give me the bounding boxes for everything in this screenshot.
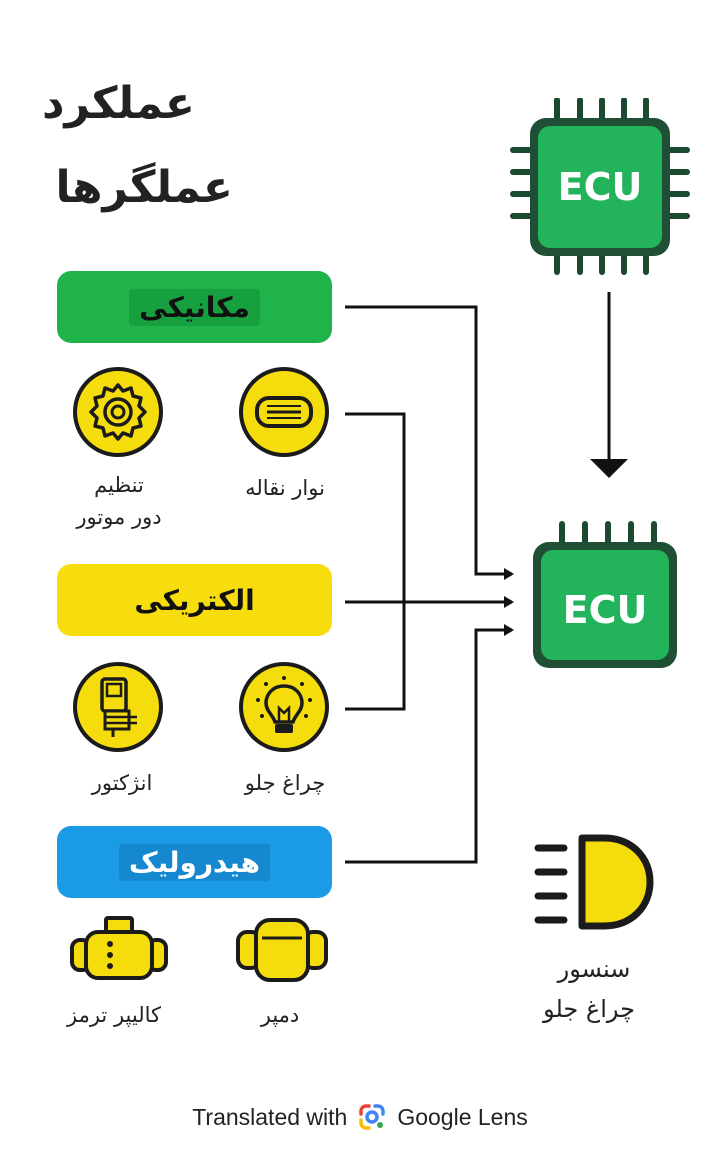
damper-caption: دمپر	[260, 1003, 300, 1027]
engine-speed-caption-line2: دور موتور	[76, 505, 162, 529]
ecu-chip-top: ECU	[510, 98, 690, 275]
line-hydraulic	[345, 624, 514, 864]
category-hydraulic-label: هیدرولیک	[118, 843, 271, 881]
sensor-caption-line1: سنسور	[557, 955, 631, 983]
brake-caliper-icon	[70, 916, 168, 980]
title-line-1: عملکرد	[41, 78, 195, 129]
injector-caption: انژکتور	[91, 771, 153, 795]
category-hydraulic: هیدرولیک	[57, 826, 332, 898]
footer-brand: Google Lens	[397, 1103, 528, 1130]
engine-speed-caption-line1: تنظیم	[94, 473, 144, 497]
footer-prefix: Translated with	[192, 1103, 348, 1130]
light-bulb-icon	[239, 662, 329, 752]
gear-icon	[73, 367, 163, 457]
category-electrical-label: الکتریکی	[134, 583, 255, 617]
injector-icon	[73, 662, 163, 752]
category-electrical: الکتریکی	[57, 564, 332, 636]
category-mechanical-label: مکانیکی	[129, 288, 260, 326]
line-conveyor-headlight	[345, 412, 406, 711]
ecu-chip-main: ECU	[533, 521, 677, 668]
sensor-caption-line2: چراغ جلو	[543, 995, 635, 1023]
headlight-beam-icon	[534, 834, 654, 930]
ecu-main-label: ECU	[563, 588, 648, 632]
conveyor-caption: نوار نقاله	[245, 476, 325, 500]
arrowhead-ecu-top	[590, 459, 628, 478]
brake-caliper-caption: کالیپر ترمز	[67, 1003, 161, 1027]
category-mechanical: مکانیکی	[57, 271, 332, 343]
headlight-caption: چراغ جلو	[244, 771, 326, 795]
google-lens-icon	[359, 1104, 386, 1130]
footer: Translated with Google Lens	[0, 1102, 720, 1132]
conveyor-belt-icon	[239, 367, 329, 457]
title-line-2: عملگرها	[55, 162, 233, 213]
damper-icon	[236, 918, 328, 982]
line-mechanical	[345, 305, 514, 580]
ecu-top-label: ECU	[558, 165, 643, 209]
